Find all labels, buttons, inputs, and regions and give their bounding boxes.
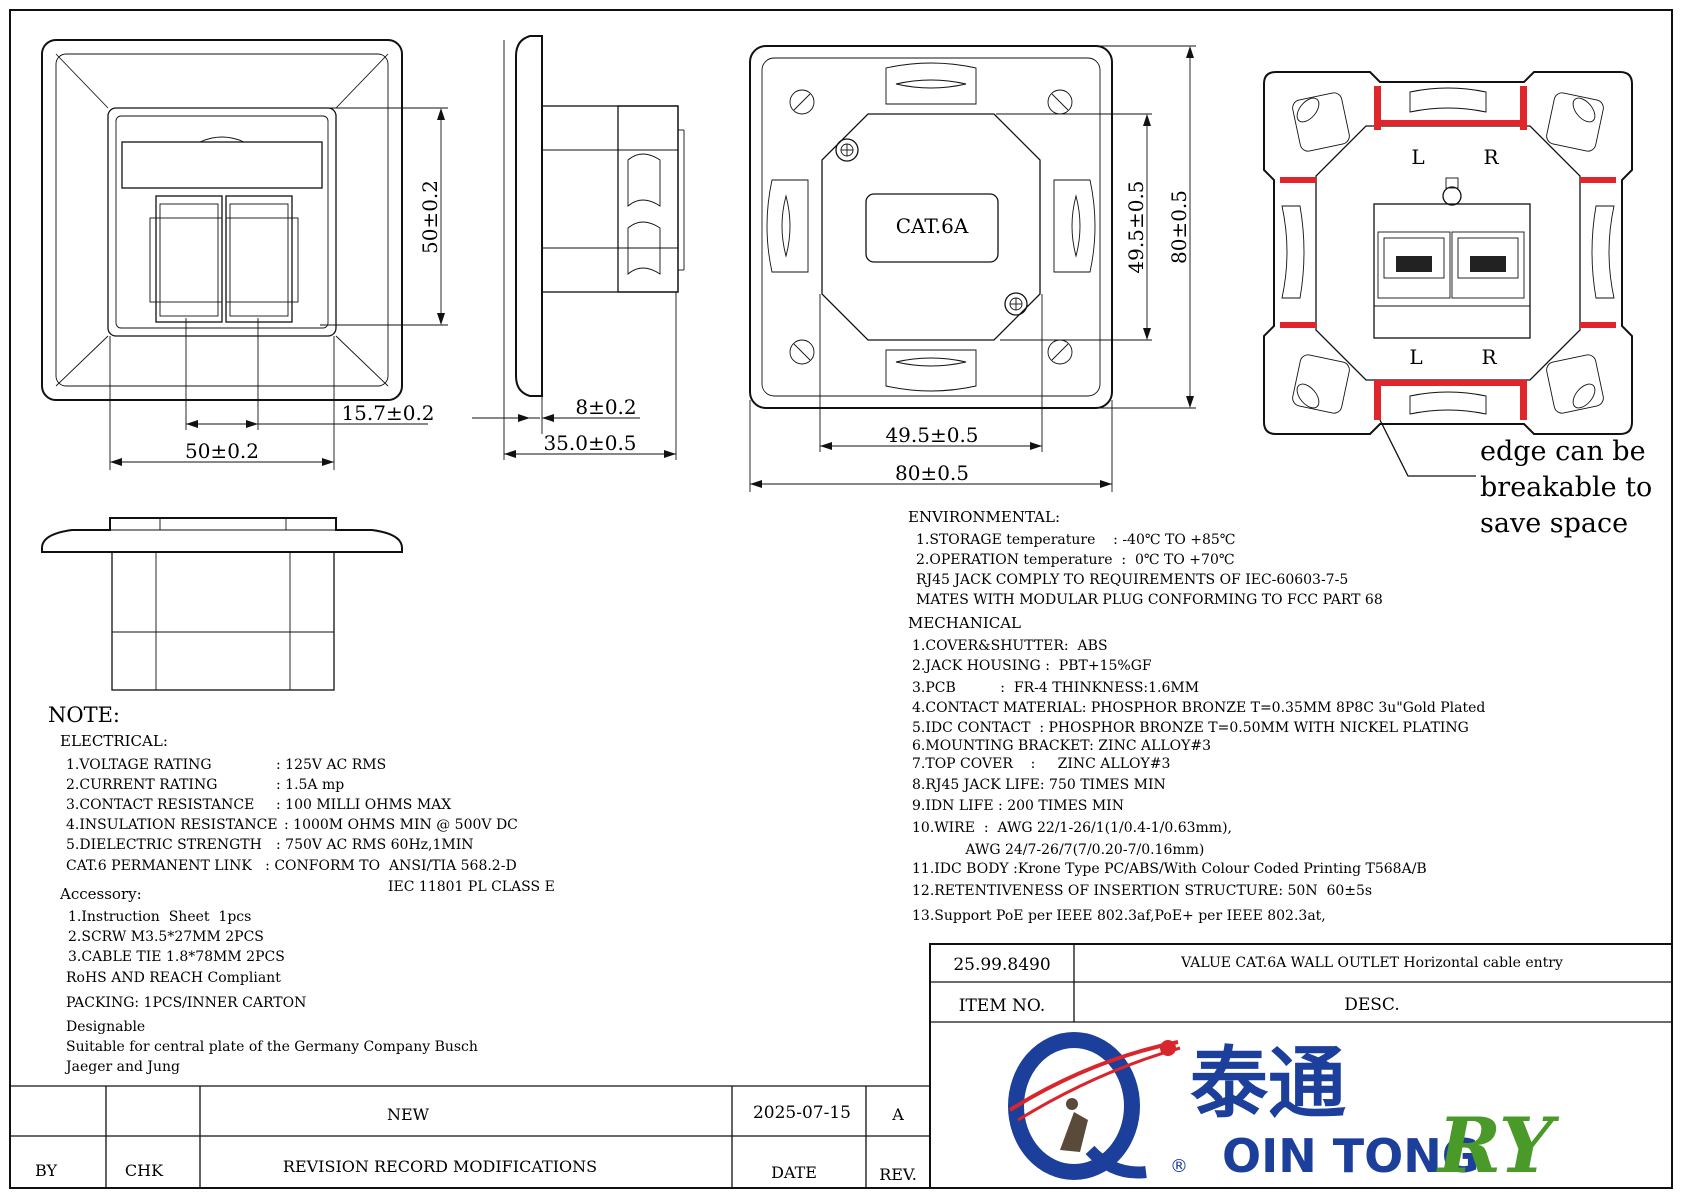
- electrical-5-label: 5.DIELECTRIC STRENGTH: [66, 837, 262, 853]
- item-no-label: ITEM NO.: [959, 996, 1046, 1016]
- dim-plate-inner-height: 49.5±0.5: [1124, 180, 1148, 273]
- revision-by-header: BY: [35, 1161, 57, 1180]
- logo-chinese: 泰通: [1190, 1039, 1346, 1129]
- item-description: VALUE CAT.6A WALL OUTLET Horizontal cabl…: [1180, 955, 1563, 971]
- electrical-1-value: : 125V AC RMS: [276, 757, 386, 773]
- accessory-3: 3.CABLE TIE 1.8*78MM 2PCS: [68, 949, 285, 965]
- mechanical-heading: MECHANICAL: [908, 614, 1021, 632]
- rohs-line: RoHS AND REACH Compliant: [66, 970, 281, 986]
- electrical-3-value: : 100 MILLI OHMS MAX: [276, 797, 451, 813]
- revision-mod-header: REVISION RECORD MODIFICATIONS: [283, 1157, 597, 1176]
- mech-11: 11.IDC BODY :Krone Type PC/ABS/With Colo…: [912, 861, 1427, 877]
- revision-entry-desc: NEW: [387, 1105, 430, 1124]
- side-view: [472, 35, 685, 460]
- desc-label: DESC.: [1344, 995, 1400, 1015]
- cat6-line-2: IEC 11801 PL CLASS E: [388, 879, 555, 895]
- electrical-4-label: 4.INSULATION RESISTANCE: [66, 817, 278, 833]
- logo-text: OIN TONG: [1222, 1129, 1479, 1183]
- label-left-bottom: L: [1409, 345, 1422, 369]
- env-1: 1.STORAGE temperature : -40℃ TO +85℃: [916, 532, 1235, 548]
- front-view: [41, 39, 448, 470]
- electrical-2-label: 2.CURRENT RATING: [66, 777, 217, 793]
- edge-note-line-1: edge can be: [1480, 436, 1646, 467]
- mech-4: 4.CONTACT MATERIAL: PHOSPHOR BRONZE T=0.…: [912, 700, 1485, 716]
- mech-7: 7.TOP COVER : ZINC ALLOY#3: [912, 756, 1170, 772]
- item-number: 25.99.8490: [953, 955, 1050, 975]
- suitable-line-1: Suitable for central plate of the German…: [66, 1039, 478, 1055]
- logo-figure-icon: [1060, 1112, 1088, 1152]
- dim-jack-pitch: 15.7±0.2: [341, 401, 434, 425]
- dim-side-depth: 35.0±0.5: [543, 431, 636, 455]
- revision-date-header: DATE: [771, 1163, 817, 1182]
- mech-8: 8.RJ45 JACK LIFE: 750 TIMES MIN: [912, 777, 1166, 793]
- dim-front-width: 50±0.2: [185, 439, 259, 463]
- plate-view: [749, 45, 1196, 492]
- revision-block: [10, 1085, 930, 1188]
- specs-block: ENVIRONMENTAL: 1.STORAGE temperature : -…: [908, 508, 1485, 924]
- top-view: [41, 517, 403, 691]
- sheet-border: [9, 9, 1673, 1189]
- dim-side-flange: 8±0.2: [575, 395, 636, 419]
- accessory-1: 1.Instruction Sheet 1pcs: [68, 909, 251, 925]
- revision-rev-header: REV.: [879, 1165, 917, 1184]
- electrical-5-value: : 750V AC RMS 60Hz,1MIN: [276, 837, 474, 853]
- edge-note-line-3: save space: [1480, 508, 1628, 539]
- revision-entry-date: 2025-07-15: [753, 1103, 851, 1123]
- mech-6: 6.MOUNTING BRACKET: ZINC ALLOY#3: [912, 738, 1211, 754]
- electrical-3-label: 3.CONTACT RESISTANCE: [66, 797, 254, 813]
- company-logo: 泰通 OIN TONG ® RY: [1008, 1032, 1560, 1190]
- electrical-1-label: 1.VOLTAGE RATING: [66, 757, 212, 773]
- logo-ball-icon: [1160, 1040, 1176, 1056]
- label-right-top: R: [1483, 145, 1499, 169]
- cat-label: CAT.6A: [896, 214, 969, 238]
- mech-1: 1.COVER&SHUTTER: ABS: [912, 638, 1108, 654]
- logo-registered-mark: ®: [1170, 1156, 1188, 1177]
- environmental-heading: ENVIRONMENTAL:: [908, 508, 1060, 526]
- mech-2: 2.JACK HOUSING : PBT+15%GF: [912, 658, 1152, 674]
- dim-plate-outer-height: 80±0.5: [1167, 190, 1191, 264]
- label-right-bottom: R: [1481, 345, 1497, 369]
- electrical-2-value: : 1.5A mp: [276, 777, 344, 793]
- dim-plate-outer-width: 80±0.5: [895, 461, 969, 485]
- mech-5: 5.IDC CONTACT : PHOSPHOR BRONZE T=0.50MM…: [912, 720, 1469, 736]
- electrical-4-value: : 1000M OHMS MIN @ 500V DC: [284, 817, 518, 833]
- env-2: 2.OPERATION temperature : 0℃ TO +70℃: [916, 552, 1235, 568]
- mech-3: 3.PCB : FR-4 THINKNESS:1.6MM: [912, 680, 1199, 696]
- packing-line: PACKING: 1PCS/INNER CARTON: [66, 995, 306, 1011]
- note-heading: NOTE:: [48, 703, 120, 727]
- env-4: MATES WITH MODULAR PLUG CONFORMING TO FC…: [916, 592, 1383, 608]
- env-3: RJ45 JACK COMPLY TO REQUIREMENTS OF IEC-…: [916, 572, 1348, 588]
- cat6-line: CAT.6 PERMANENT LINK : CONFORM TO ANSI/T…: [66, 858, 517, 874]
- suitable-line-2: Jaeger and Jung: [64, 1059, 180, 1075]
- designable-line: Designable: [66, 1019, 145, 1035]
- accessory-2: 2.SCRW M3.5*27MM 2PCS: [68, 929, 264, 945]
- logo-script: RY: [1436, 1101, 1560, 1190]
- edge-note-line-2: breakable to: [1480, 472, 1652, 503]
- mech-13: 13.Support PoE per IEEE 802.3af,PoE+ per…: [912, 908, 1326, 924]
- accessory-heading: Accessory:: [59, 885, 142, 903]
- title-block: [929, 943, 1673, 1189]
- label-left-top: L: [1411, 145, 1424, 169]
- rear-view: [1263, 71, 1633, 477]
- mech-12: 12.RETENTIVENESS OF INSERTION STRUCTURE:…: [912, 883, 1372, 899]
- electrical-heading: ELECTRICAL:: [60, 732, 168, 750]
- dim-plate-inner-width: 49.5±0.5: [885, 423, 978, 447]
- revision-chk-header: CHK: [125, 1161, 164, 1180]
- mech-9: 9.IDN LIFE : 200 TIMES MIN: [912, 798, 1124, 814]
- mech-10: 10.WIRE : AWG 22/1-26/1(1/0.4-1/0.63mm),: [912, 820, 1232, 836]
- mech-10b: AWG 24/7-26/7(7/0.20-7/0.16mm): [912, 842, 1204, 858]
- jack-left: [149, 195, 223, 323]
- dim-front-height: 50±0.2: [418, 180, 442, 254]
- jack-right: [225, 195, 299, 323]
- revision-entry-rev: A: [891, 1105, 904, 1124]
- notes-block: NOTE: ELECTRICAL: 1.VOLTAGE RATING : 125…: [48, 703, 555, 1075]
